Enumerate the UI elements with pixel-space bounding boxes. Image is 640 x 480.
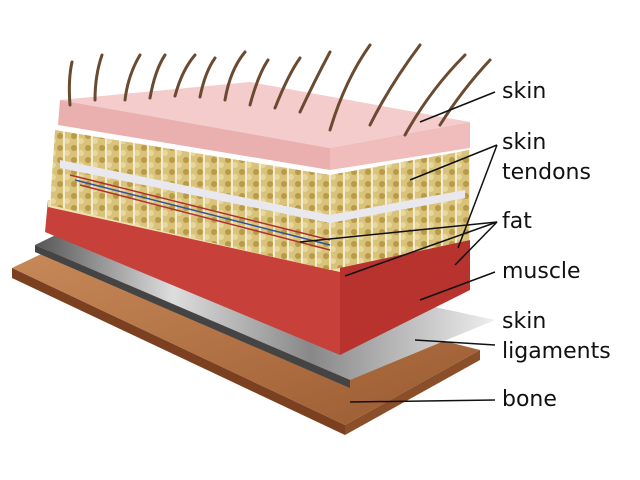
label-bone: bone — [502, 387, 557, 412]
label-skin-ligaments-line1: skin — [502, 309, 547, 334]
label-muscle: muscle — [502, 259, 581, 284]
skin-layer — [58, 82, 470, 170]
label-skin-tendons-line2: tendons — [502, 160, 591, 185]
leader-lines — [299, 91, 498, 403]
label-skin: skin — [502, 79, 547, 104]
hair-strands — [67, 43, 492, 137]
label-skin-ligaments-line2: ligaments — [502, 339, 611, 364]
label-fat: fat — [502, 209, 532, 234]
label-skin-tendons-line1: skin — [502, 130, 547, 155]
